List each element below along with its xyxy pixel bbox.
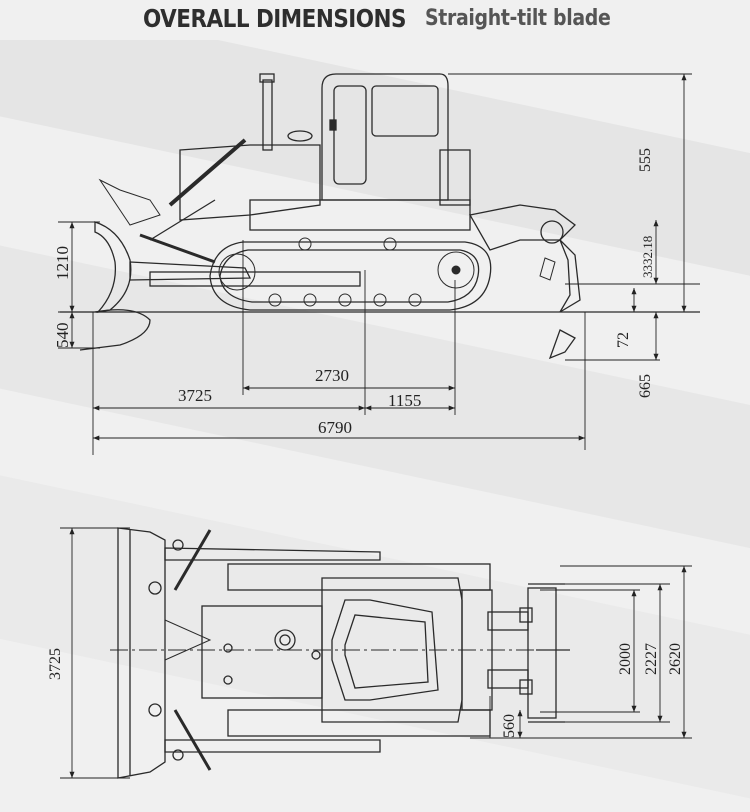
dim-blade-to-sprocket: 3725 [178, 386, 212, 405]
top-engine [201, 605, 323, 699]
cab-window-front [333, 85, 367, 185]
ripper-frame [468, 204, 576, 251]
dim-cab-height: 555 [637, 148, 654, 172]
top-dimensions: 3725 2000 2227 2620 560 [47, 527, 692, 779]
top-ripper-beam [527, 587, 557, 719]
dim-rear-clearance: 3332.18 [640, 236, 655, 278]
engine-hood [179, 144, 321, 221]
dim-blade-width: 3725 [47, 648, 64, 680]
page-subtitle: Straight-tilt blade [425, 6, 611, 31]
body-frame [249, 199, 471, 231]
ripper-shank [559, 239, 581, 313]
top-track [227, 709, 491, 737]
track-inner [219, 249, 480, 303]
push-arm [129, 261, 252, 281]
dim-track-length: 2730 [315, 366, 349, 385]
blade-lowered [79, 309, 151, 351]
lift-cylinder [149, 271, 361, 287]
dim-blade-lift: 1210 [53, 246, 72, 280]
ripper-tip-lowered [548, 329, 576, 360]
dim-sprocket-to-rear: 1155 [388, 391, 421, 410]
side-view [60, 73, 700, 360]
top-track [227, 563, 491, 591]
cab [321, 73, 449, 201]
page-title: OVERALL DIMENSIONS [143, 4, 407, 33]
track [209, 241, 492, 311]
top-push-arm [164, 547, 381, 561]
dim-ripper-penetration: 665 [637, 374, 654, 398]
title-bar: OVERALL DIMENSIONS Straight-tilt blade [0, 0, 750, 40]
top-view [117, 527, 570, 779]
dim-width-over-tracks: 2227 [643, 643, 660, 675]
top-push-arm [164, 739, 381, 753]
cab-window-side [371, 85, 439, 137]
dim-blade-dig-depth: 540 [53, 323, 72, 349]
exhaust-pipe [262, 79, 273, 151]
dim-track-gauge: 2000 [617, 643, 634, 675]
dim-overall-length: 6790 [318, 418, 352, 437]
dim-shoe-width: 560 [501, 714, 518, 738]
dim-overall-width: 2620 [667, 643, 684, 675]
top-blade [117, 527, 166, 779]
side-dimensions: 1210 540 555 3332.18 72 665 2730 3725 11… [53, 73, 700, 455]
blade [94, 221, 132, 313]
dim-ripper-depth: 72 [615, 332, 632, 348]
